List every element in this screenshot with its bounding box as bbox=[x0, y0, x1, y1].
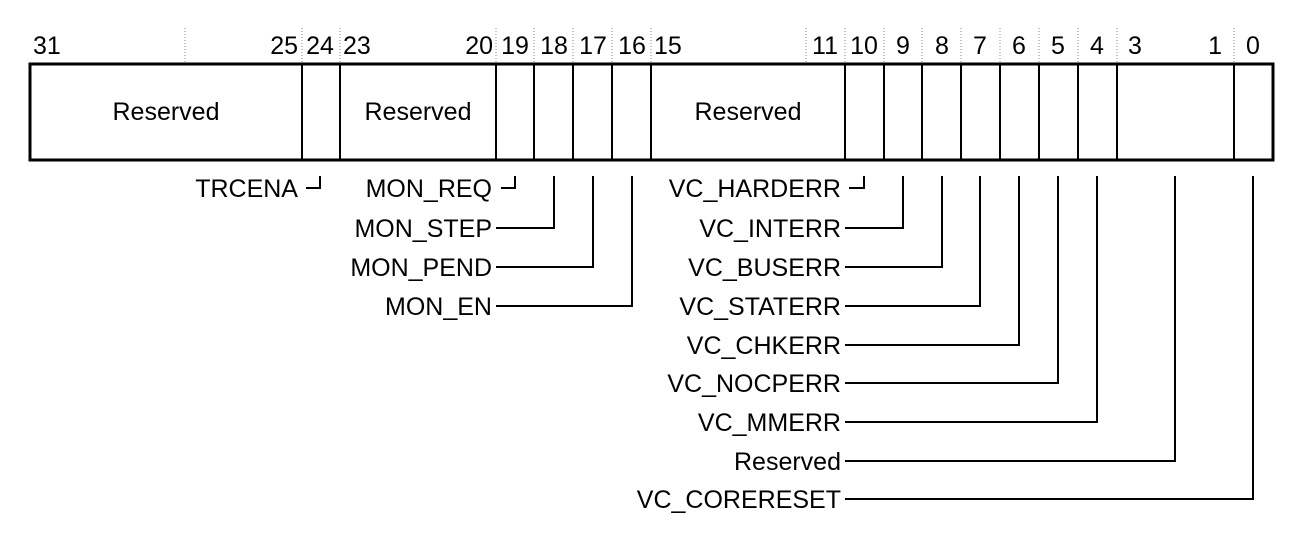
field-label-vc-buserr: VC_BUSERR bbox=[688, 254, 841, 282]
leader-mon-req bbox=[501, 176, 516, 189]
leader-mon-en bbox=[496, 176, 633, 307]
bit-number: 15 bbox=[654, 32, 682, 60]
leader-vc-interr bbox=[845, 176, 904, 229]
field-label-trcena: TRCENA bbox=[195, 175, 298, 203]
bit-number: 31 bbox=[33, 32, 61, 60]
bit-number: 4 bbox=[1090, 32, 1104, 60]
leader-vc-buserr bbox=[845, 176, 943, 268]
bit-number: 8 bbox=[935, 32, 949, 60]
bit-number: 6 bbox=[1012, 32, 1026, 60]
field-label-vc-chkerr: VC_CHKERR bbox=[687, 332, 841, 360]
field-label-mon-step: MON_STEP bbox=[354, 215, 492, 243]
leader-trcena bbox=[306, 176, 321, 189]
bit-number: 19 bbox=[501, 32, 529, 60]
field-label-mon-req: MON_REQ bbox=[366, 175, 492, 203]
bit-number: 20 bbox=[465, 32, 493, 60]
field-label-vc-corereset: VC_CORERESET bbox=[637, 486, 841, 514]
bit-number: 11 bbox=[812, 32, 838, 60]
field-label-reserved-3-1: Reserved bbox=[734, 448, 841, 476]
field-label-mon-pend: MON_PEND bbox=[350, 254, 492, 282]
bit-number: 23 bbox=[343, 32, 371, 60]
register-box bbox=[28, 62, 1275, 162]
leader-mon-step bbox=[496, 176, 555, 229]
leader-vc-nocperr bbox=[845, 176, 1059, 384]
field-label-reserved: Reserved bbox=[695, 98, 802, 126]
field-label-vc-staterr: VC_STATERR bbox=[679, 293, 841, 321]
leader-mon-pend bbox=[496, 176, 594, 268]
bit-number: 5 bbox=[1051, 32, 1065, 60]
leader-vc-chkerr bbox=[845, 176, 1020, 346]
leader-vc-corereset bbox=[845, 176, 1254, 500]
bit-number: 7 bbox=[973, 32, 987, 60]
bit-number: 17 bbox=[579, 32, 607, 60]
bit-number: 1 bbox=[1208, 32, 1222, 60]
bit-number-row: 31 25 24 23 20 19 18 17 16 15 11 10 9 8 … bbox=[33, 32, 1260, 60]
leader-lines bbox=[306, 176, 1254, 500]
field-labels: TRCENA MON_REQ MON_STEP MON_PEND MON_EN … bbox=[195, 175, 841, 514]
leader-vc-harderr bbox=[849, 176, 865, 189]
bit-number: 24 bbox=[306, 32, 334, 60]
bit-number: 3 bbox=[1128, 32, 1142, 60]
field-label-vc-mmerr: VC_MMERR bbox=[698, 409, 841, 437]
bit-number: 10 bbox=[850, 32, 878, 60]
leader-vc-mmerr bbox=[845, 176, 1098, 423]
bit-number: 16 bbox=[618, 32, 646, 60]
field-label-vc-harderr: VC_HARDERR bbox=[669, 175, 841, 203]
field-label-reserved: Reserved bbox=[113, 98, 220, 126]
bit-number: 25 bbox=[270, 32, 298, 60]
field-label-mon-en: MON_EN bbox=[385, 293, 492, 321]
bit-number: 0 bbox=[1246, 32, 1260, 60]
leader-reserved-3-1 bbox=[845, 176, 1176, 462]
bit-number: 18 bbox=[540, 32, 568, 60]
field-label-vc-interr: VC_INTERR bbox=[699, 215, 841, 243]
leader-vc-staterr bbox=[845, 176, 981, 307]
field-label-vc-nocperr: VC_NOCPERR bbox=[667, 370, 841, 398]
bit-number: 9 bbox=[896, 32, 910, 60]
field-label-reserved: Reserved bbox=[365, 98, 472, 126]
